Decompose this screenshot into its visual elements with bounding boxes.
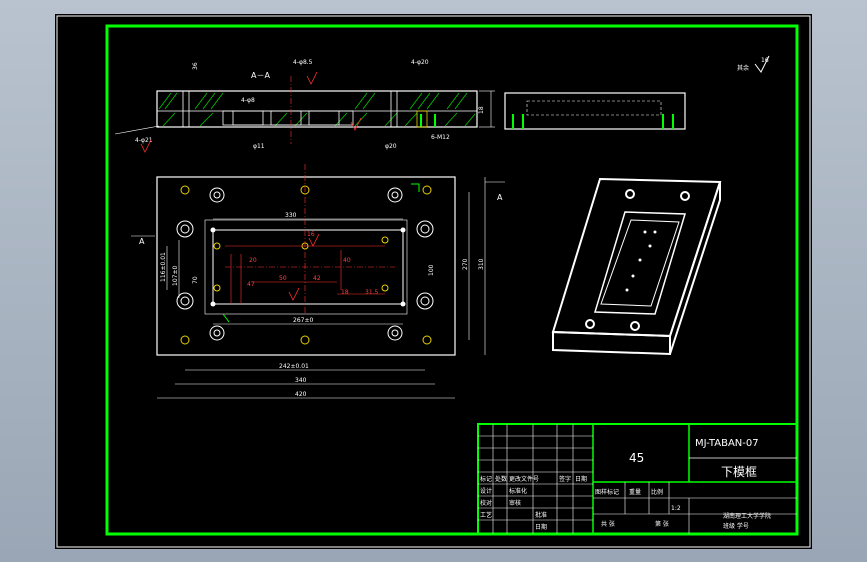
dim-420: 420 (295, 391, 307, 398)
dim-7: φ20 (385, 143, 397, 150)
title-block: 标记 处数 更改文件号 签字 日期 设计 标准化 校对 审核 工艺 批准 日期 … (477, 423, 798, 535)
dim-2: 4-φ8.5 (293, 59, 313, 66)
drawing-number: MJ-TABAN-07 (695, 438, 759, 449)
row-label-process: 工艺 (480, 511, 492, 519)
class-number: 班级 学号 (723, 522, 749, 530)
roughness-value: 16 (761, 57, 769, 64)
dim-1: 36 (192, 62, 199, 70)
col-label-mark: 标记 (480, 475, 492, 483)
dim-5: 4-φ21 (135, 137, 153, 144)
isometric-view (551, 177, 722, 356)
row-label-design: 设计 (480, 487, 492, 495)
col-label-count: 处数 (495, 475, 507, 483)
col-label-change: 更改文件号 (509, 475, 539, 483)
dim-18: 18 (341, 289, 349, 296)
dim-9: 18 (478, 106, 485, 114)
rough-16: 16 (307, 231, 315, 238)
scale-label: 比例 (651, 488, 663, 496)
drawing-canvas: 其余 16 A－A 36 4-φ8.5 4- (56, 15, 811, 548)
cad-drawing-sheet: 其余 16 A－A 36 4-φ8.5 4- (55, 14, 812, 549)
dim-31-5: 31.5 (365, 289, 379, 296)
roughness-symbol-icon (754, 55, 770, 73)
dim-330: 330 (285, 212, 297, 219)
roughness-note: 其余 (737, 64, 749, 72)
dim-40: 40 (343, 257, 351, 264)
dim-47: 47 (247, 281, 255, 288)
dim-242: 242±0.01 (279, 363, 309, 370)
border-frame (105, 24, 799, 536)
dim-50: 50 (279, 275, 287, 282)
dim-116: 116±0.01 (160, 252, 167, 282)
dim-107: 107±0 (172, 266, 179, 286)
section-marker-right: A (497, 193, 503, 202)
dim-70: 70 (192, 276, 199, 284)
school-name: 湖南理工大学学院 (723, 512, 771, 520)
dim-42: 42 (313, 275, 321, 282)
outer-frame (56, 15, 811, 548)
row-label-date: 日期 (535, 523, 547, 531)
dim-340: 340 (295, 377, 307, 384)
section-view: A－A 36 4-φ8.5 4-φ20 4-φ8 4-φ21 (114, 59, 495, 153)
row-label-approve: 批准 (535, 511, 547, 519)
dim-6: φ11 (253, 143, 265, 150)
dim-3: 4-φ20 (411, 59, 429, 66)
weight-label: 重量 (629, 488, 641, 496)
dim-100: 100 (428, 264, 435, 276)
sheet-number: 第 张 (655, 520, 669, 528)
plan-view: A A (131, 164, 505, 399)
dim-20: 20 (249, 257, 257, 264)
part-name: 下模框 (721, 465, 757, 479)
stage-label: 图样标记 (595, 488, 619, 496)
row-label-check: 校对 (480, 499, 492, 507)
dim-267: 267±0 (293, 317, 313, 324)
col-label-date: 日期 (575, 475, 587, 483)
row-label-standard: 标准化 (509, 487, 527, 495)
dim-270: 270 (462, 258, 469, 270)
row-label-review: 审核 (509, 499, 521, 507)
col-label-sign: 签字 (559, 475, 571, 483)
dim-8: 6-M12 (431, 134, 450, 141)
side-view (504, 92, 686, 130)
section-marker-left: A (139, 237, 145, 246)
dim-4: 4-φ8 (241, 97, 255, 104)
material: 45 (629, 451, 644, 465)
scale-value: 1:2 (671, 505, 681, 512)
section-label: A－A (251, 71, 270, 80)
sheet-count: 共 张 (601, 520, 615, 528)
dim-310: 310 (478, 258, 485, 270)
